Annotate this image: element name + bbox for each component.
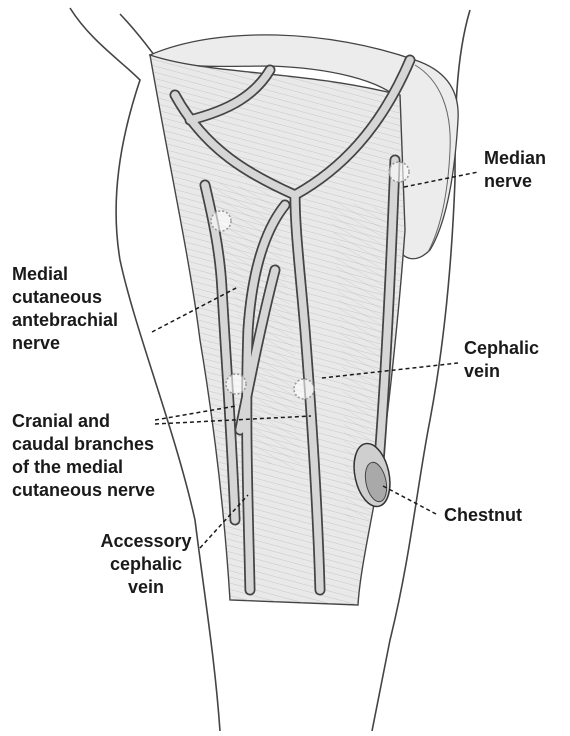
median-nerve-label: Median nerve bbox=[484, 147, 546, 193]
medial-cutaneous-marker bbox=[211, 211, 231, 231]
cephalic-vein-label: Cephalic vein bbox=[464, 337, 539, 383]
medial-cutaneous-antebrachial-nerve-label: Medial cutaneous antebrachial nerve bbox=[12, 263, 118, 355]
accessory-cephalic-vein-label: Accessory cephalic vein bbox=[66, 530, 226, 599]
cranial-caudal-branches-label: Cranial and caudal branches of the media… bbox=[12, 410, 155, 502]
cranial-branch-marker bbox=[226, 374, 246, 394]
caudal-branch-marker bbox=[294, 379, 314, 399]
median-nerve-marker bbox=[389, 162, 409, 182]
chestnut-label: Chestnut bbox=[444, 504, 522, 527]
limb-inner-top-contour bbox=[120, 14, 158, 60]
leader-chestnut bbox=[383, 486, 436, 514]
